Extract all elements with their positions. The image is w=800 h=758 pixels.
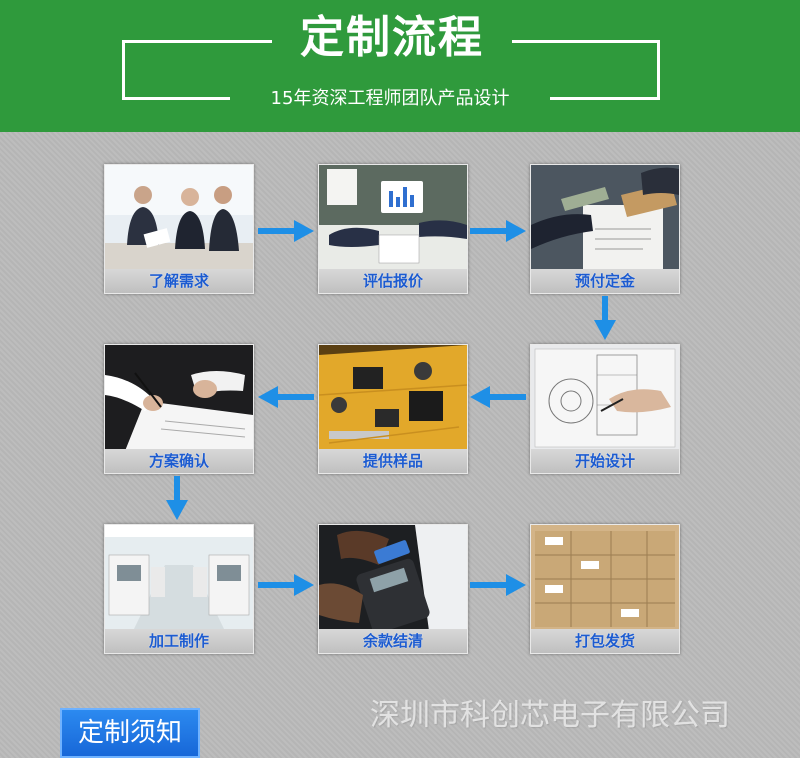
boxes-photo <box>531 525 679 631</box>
step-label: 了解需求 <box>105 269 253 293</box>
arrow-right-icon <box>470 220 526 242</box>
arrow-right-icon <box>258 574 314 596</box>
step-plan-confirm: 方案确认 <box>104 344 254 474</box>
step-label: 打包发货 <box>531 629 679 653</box>
arrow-down-icon <box>166 476 188 520</box>
step-pack-ship: 打包发货 <box>530 524 680 654</box>
arrow-right-icon <box>258 220 314 242</box>
step-label: 开始设计 <box>531 449 679 473</box>
arrow-right-icon <box>470 574 526 596</box>
step-label: 评估报价 <box>319 269 467 293</box>
step-deposit: 预付定金 <box>530 164 680 294</box>
arrow-left-icon <box>470 386 526 408</box>
step-provide-samples: 提供样品 <box>318 344 468 474</box>
step-manufacturing: 加工制作 <box>104 524 254 654</box>
step-start-design: 开始设计 <box>530 344 680 474</box>
arrow-down-icon <box>594 296 616 340</box>
design-photo <box>531 345 679 451</box>
step-final-payment: 余款结清 <box>318 524 468 654</box>
circuit-board-photo <box>319 345 467 451</box>
factory-photo <box>105 525 253 631</box>
step-label: 余款结清 <box>319 629 467 653</box>
step-understand-needs: 了解需求 <box>104 164 254 294</box>
arrow-left-icon <box>258 386 314 408</box>
analysis-photo <box>319 165 467 271</box>
signing-photo <box>105 345 253 451</box>
step-label: 提供样品 <box>319 449 467 473</box>
meeting-photo <box>105 165 253 271</box>
step-label: 加工制作 <box>105 629 253 653</box>
page-title: 定制流程 <box>272 8 512 68</box>
step-evaluate-quote: 评估报价 <box>318 164 468 294</box>
company-watermark: 深圳市科创芯电子有限公司 <box>370 698 730 733</box>
payment-photo <box>531 165 679 271</box>
page-subtitle: 15年资深工程师团队产品设计 <box>230 86 550 112</box>
header-banner: 定制流程 15年资深工程师团队产品设计 <box>0 0 800 132</box>
custom-notice-button[interactable]: 定制须知 <box>60 708 200 758</box>
card-terminal-photo <box>319 525 467 631</box>
step-label: 方案确认 <box>105 449 253 473</box>
step-label: 预付定金 <box>531 269 679 293</box>
